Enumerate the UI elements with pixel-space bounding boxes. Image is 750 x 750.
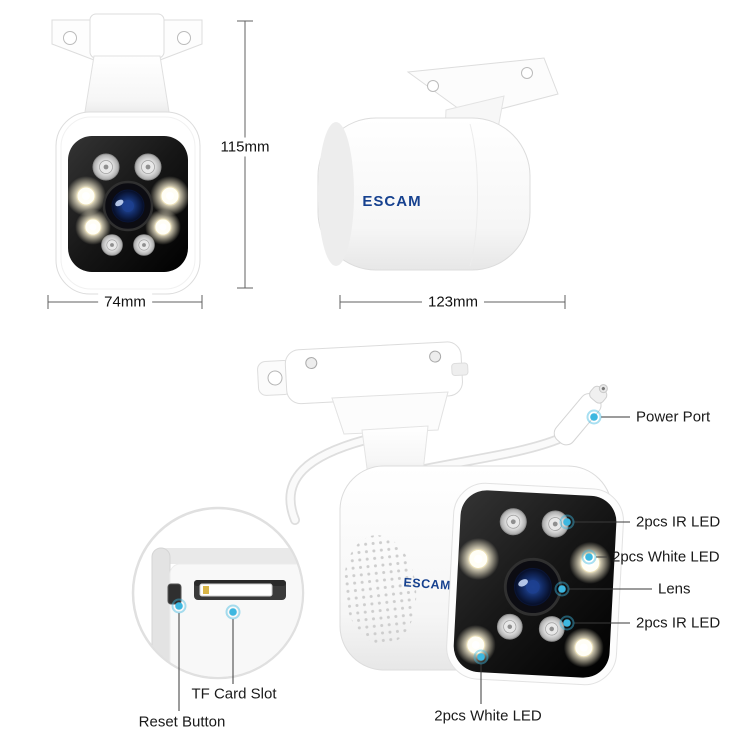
callout-label-tf-card-slot: TF Card Slot <box>191 685 277 703</box>
callout-dot-icon <box>586 409 602 425</box>
callout-label-reset-button: Reset Button <box>138 713 226 731</box>
main-view-camera: ESCAM <box>257 341 624 686</box>
magnifier-inset <box>131 506 305 680</box>
callout-dot-icon <box>171 598 187 614</box>
brand-logo: ESCAM <box>403 575 452 592</box>
power-plug <box>553 384 608 446</box>
callout-label-power-port: Power Port <box>636 408 711 426</box>
side-view-camera: ESCAM <box>317 57 559 271</box>
mount-plate <box>89 13 165 59</box>
callout-dot-icon <box>559 514 575 530</box>
reset-button <box>167 583 182 605</box>
width-dimension-label: 74mm <box>98 292 152 312</box>
callout-label-white-led-bottom: 2pcs White LED <box>434 707 542 725</box>
mount-plate <box>257 341 469 405</box>
mount-plate <box>406 57 559 118</box>
brand-logo: ESCAM <box>362 193 421 210</box>
mount-screw-hole <box>63 31 77 45</box>
callout-label-white-led-right: 2pcs White LED <box>612 548 720 566</box>
camera-face <box>446 482 624 686</box>
callout-dot-icon <box>225 604 241 620</box>
camera-pedestal <box>331 391 449 435</box>
lens-icon <box>102 180 154 232</box>
tf-card-slot <box>194 580 286 600</box>
tf-card <box>199 583 273 597</box>
depth-dimension-label: 123mm <box>421 292 485 312</box>
front-view-camera <box>51 13 203 295</box>
callout-dots <box>171 409 602 665</box>
callout-leaders <box>178 416 652 711</box>
callout-label-lens: Lens <box>658 580 691 598</box>
height-dimension-label: 115mm <box>214 137 276 157</box>
callout-label-ir-led-bottom: 2pcs IR LED <box>636 614 721 632</box>
speaker-grille <box>343 535 417 645</box>
callout-dot-icon <box>473 649 489 665</box>
callout-dot-icon <box>581 549 597 565</box>
callout-dot-icon <box>554 581 570 597</box>
lens-icon <box>502 556 564 618</box>
mount-screw-hole <box>177 31 191 45</box>
callout-label-ir-led-top: 2pcs IR LED <box>636 513 721 531</box>
camera-neck <box>83 55 171 119</box>
callout-dot-icon <box>559 615 575 631</box>
